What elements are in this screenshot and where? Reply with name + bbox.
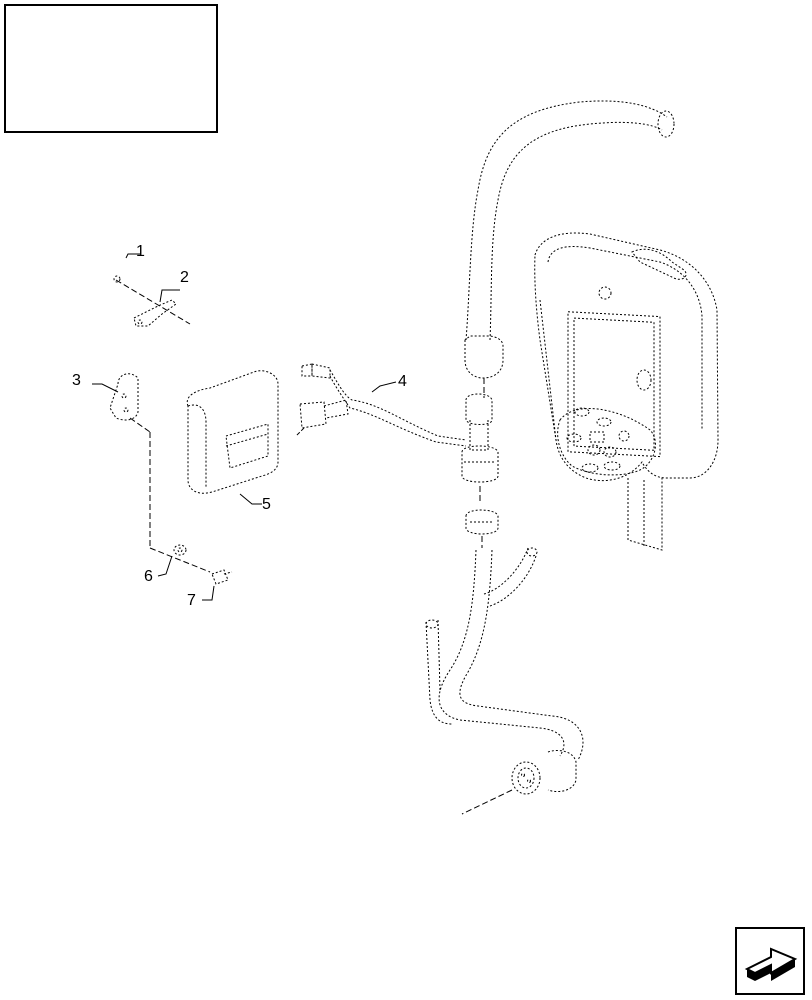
inline-connector-assembly: [461, 393, 499, 504]
callout-2: 2: [180, 269, 189, 286]
overhead-cable-connector: [464, 335, 504, 398]
leader-line-5: [239, 493, 262, 505]
bracket-part-3: [109, 373, 151, 548]
callout-1: 1: [136, 243, 145, 260]
leader-line-6: [157, 555, 173, 577]
lower-harness: [425, 547, 584, 815]
display-monitor: [534, 232, 719, 551]
leader-line-7: [202, 585, 215, 601]
washer-part-6: [149, 544, 211, 573]
title-block-frame: [4, 4, 218, 133]
lower-plug: [465, 509, 499, 548]
leader-line-1: [125, 253, 140, 259]
next-page-button[interactable]: [735, 927, 805, 995]
leader-line-4: [371, 381, 397, 393]
callout-7: 7: [187, 592, 196, 609]
bracket-part-2: [113, 275, 191, 327]
callout-4: 4: [398, 373, 407, 390]
next-page-arrow-icon: [744, 947, 798, 981]
leader-line-2: [159, 289, 180, 303]
leader-line-3: [92, 383, 119, 393]
keypad: [557, 407, 656, 476]
overhead-cable: [465, 100, 675, 341]
cable-harness: [295, 363, 467, 447]
callout-3: 3: [72, 372, 81, 389]
callout-5: 5: [262, 496, 271, 513]
screw-part-7: [211, 569, 233, 585]
callout-6: 6: [144, 568, 153, 585]
module-box: [186, 370, 279, 494]
